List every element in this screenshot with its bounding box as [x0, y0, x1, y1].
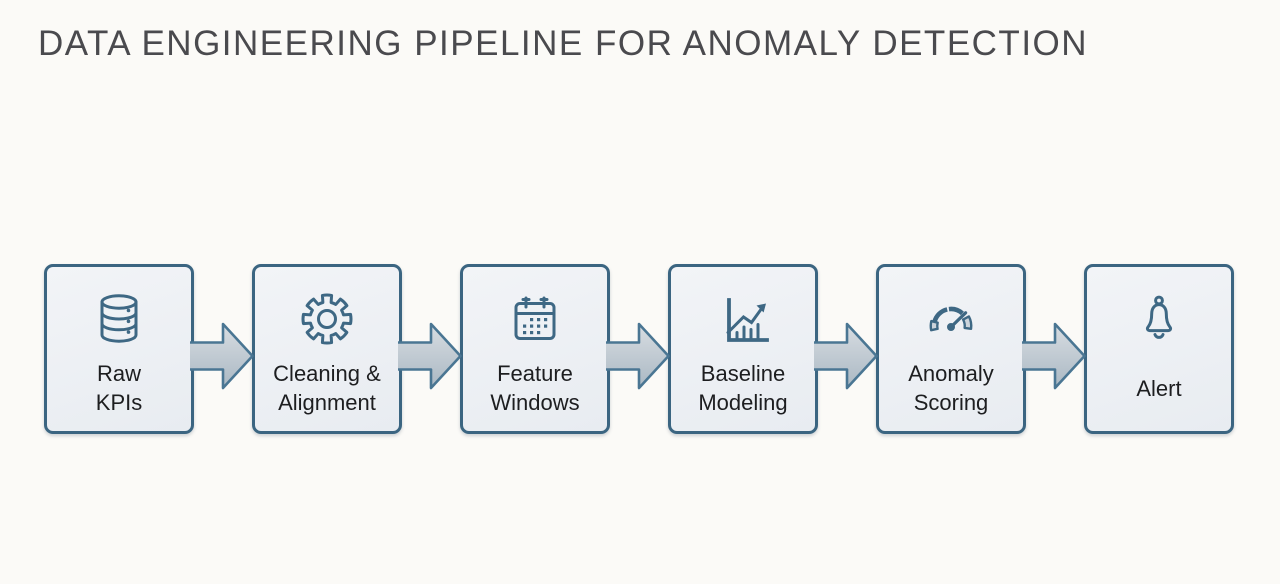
bell-icon: [1145, 295, 1173, 339]
calendar-icon: [514, 296, 556, 340]
stage-label: Cleaning & Alignment: [273, 361, 381, 415]
arrow-right-icon: [190, 322, 254, 390]
page-title: DATA ENGINEERING PIPELINE FOR ANOMALY DE…: [38, 24, 1089, 63]
stage-label: Baseline Modeling: [698, 361, 788, 415]
arrow-right-icon: [1022, 322, 1086, 390]
arrow-right-icon: [606, 322, 670, 390]
stage-box-anomaly-scoring: Anomaly Scoring: [876, 264, 1026, 434]
stage-label: Feature Windows: [490, 361, 580, 415]
stage-label: Raw KPIs: [95, 361, 143, 415]
database-icon: [100, 294, 138, 343]
stage-box-baseline-modeling: Baseline Modeling: [668, 264, 818, 434]
arrow-right-icon: [398, 322, 462, 390]
trend-chart-icon: [726, 298, 769, 342]
pipeline-row: Raw KPIs Cleaning & Alignment: [44, 264, 1234, 434]
stage-box-alert: Alert: [1084, 264, 1234, 434]
gauge-icon: [929, 306, 973, 332]
arrow-right-icon: [814, 322, 878, 390]
gear-icon: [301, 293, 353, 345]
stage-box-cleaning-alignment: Cleaning & Alignment: [252, 264, 402, 434]
stage-label: Alert: [1136, 375, 1182, 401]
stage-label: Anomaly Scoring: [908, 361, 994, 415]
stage-box-raw-kpis: Raw KPIs: [44, 264, 194, 434]
stage-box-feature-windows: Feature Windows: [460, 264, 610, 434]
